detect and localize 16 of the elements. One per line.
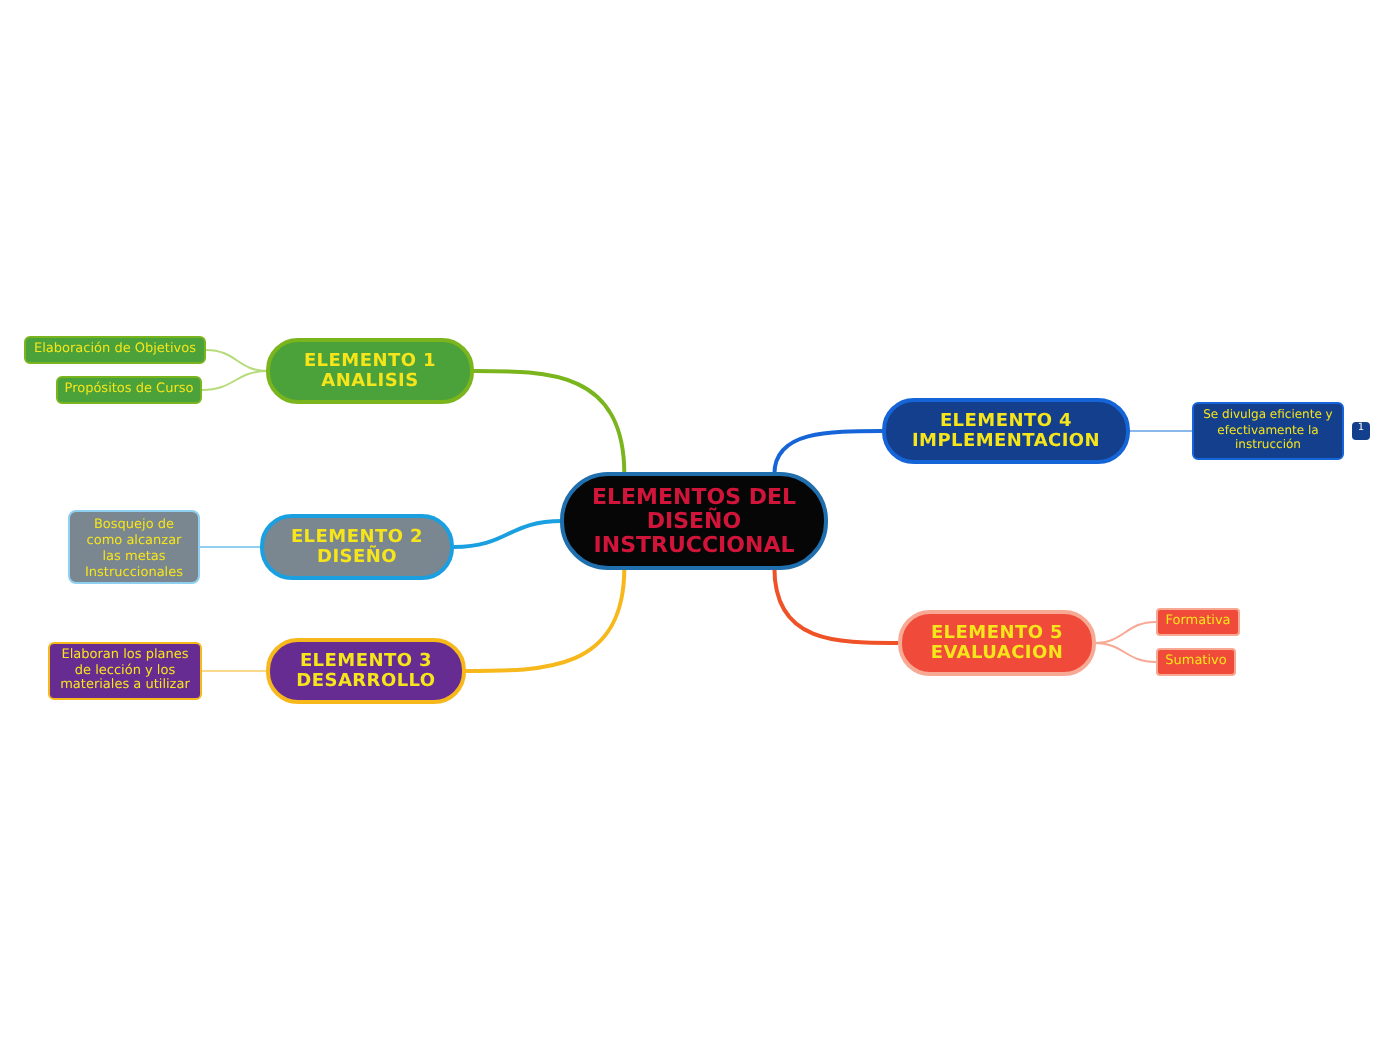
branch-line [199,546,263,548]
branch-line [1127,430,1193,432]
main-topic: ELEMENTO 3 DESARROLLO [266,638,466,704]
branch-line [466,567,627,673]
central-topic: ELEMENTOS DEL DISEÑO INSTRUCCIONAL [560,472,828,570]
main-topic: ELEMENTO 1 ANALISIS [266,338,474,404]
main-topic: ELEMENTO 5 EVALUACION [898,610,1096,676]
branch-line [474,369,627,475]
branch-line [772,429,882,475]
branch-line [201,670,269,672]
main-topic: ELEMENTO 4 IMPLEMENTACION [882,398,1130,464]
main-topic: ELEMENTO 2 DISEÑO [260,514,454,580]
branch-line [453,519,563,549]
branch-line [772,567,898,645]
branch-line [201,370,269,391]
branch-line [1093,642,1157,663]
